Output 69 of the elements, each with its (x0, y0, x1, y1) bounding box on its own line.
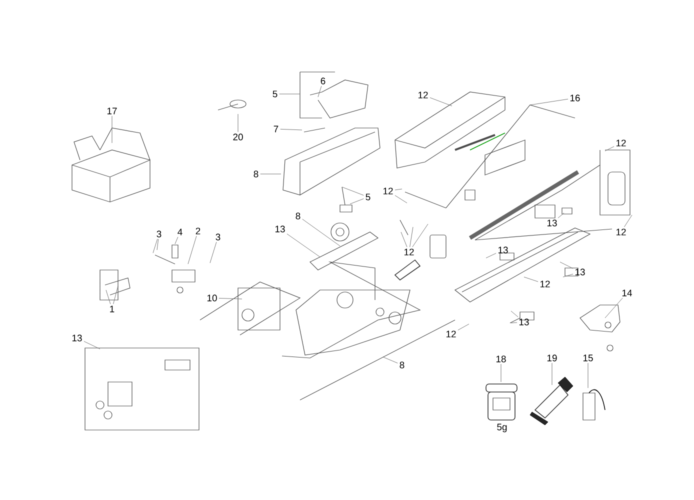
leader-line (394, 195, 408, 204)
callout-number: 13 (547, 220, 557, 226)
leader-line (84, 341, 100, 350)
leader-line (510, 322, 518, 324)
leader-line (458, 324, 470, 330)
leader-line (382, 356, 398, 364)
leader-line (510, 310, 518, 318)
leader-line (280, 128, 302, 130)
callout-number: 13 (498, 246, 508, 254)
callout-number: 13 (275, 226, 285, 232)
callout-number: 8 (296, 212, 300, 220)
callout-number: 17 (107, 108, 117, 114)
leader-line (400, 232, 408, 248)
leader-line (174, 236, 178, 244)
callout-number: 18 (496, 356, 506, 362)
leader-line (410, 226, 414, 248)
callout-number: 14 (622, 290, 632, 296)
callout-number: 15 (583, 354, 593, 362)
callout-number: 20 (233, 134, 243, 140)
leader-line (210, 242, 217, 264)
leader-line (412, 224, 428, 248)
leader-line (558, 212, 564, 218)
leader-line (560, 262, 574, 269)
leader-line (113, 286, 118, 304)
leader-line (286, 234, 320, 258)
callout-number: 2 (196, 228, 200, 234)
callout-number: 19 (547, 354, 557, 362)
callout-number: 12 (383, 188, 393, 194)
leader-line (562, 274, 574, 278)
leader-line (394, 188, 402, 190)
callout-number: 5 (366, 194, 370, 200)
callout-number: 8 (400, 362, 404, 368)
leader-line (604, 146, 614, 152)
leader-line (486, 253, 496, 258)
callout-number: 5 (272, 90, 278, 98)
callout-number: 8 (254, 170, 258, 178)
callout-number: 13 (519, 318, 529, 326)
callout-number: 3 (216, 234, 220, 240)
callout-number: 10 (207, 294, 217, 302)
callout-number: 6 (320, 78, 326, 84)
leader-line (156, 238, 159, 250)
callout-number: 12 (616, 228, 626, 236)
callout-number: 1 (110, 306, 114, 312)
leader-line (152, 238, 158, 254)
leader-line (500, 364, 502, 382)
leader-line (430, 97, 452, 106)
leader-line (106, 290, 111, 304)
callout-number: 7 (274, 126, 278, 132)
callout-number: 13 (72, 334, 82, 342)
callout-number: 12 (418, 92, 428, 98)
leader-line (342, 186, 364, 196)
leader-line (350, 198, 364, 204)
leader-line (188, 236, 197, 264)
callout-number: 12 (540, 280, 550, 288)
leader-line (524, 276, 538, 282)
callout-number: 12 (616, 140, 626, 146)
leader-line (302, 218, 340, 246)
callout-number: 12 (446, 330, 456, 338)
callout-number: 12 (404, 248, 414, 256)
callout-number: 13 (575, 268, 585, 276)
leader-line (604, 298, 623, 318)
leader-line (624, 214, 632, 228)
leader-line (318, 86, 322, 98)
leader-line (218, 298, 242, 300)
leader-line (530, 98, 568, 106)
weight-label: 5g (497, 424, 507, 432)
callout-number: 3 (156, 230, 162, 238)
callout-number: 16 (570, 94, 580, 102)
callout-number: 4 (178, 228, 182, 236)
